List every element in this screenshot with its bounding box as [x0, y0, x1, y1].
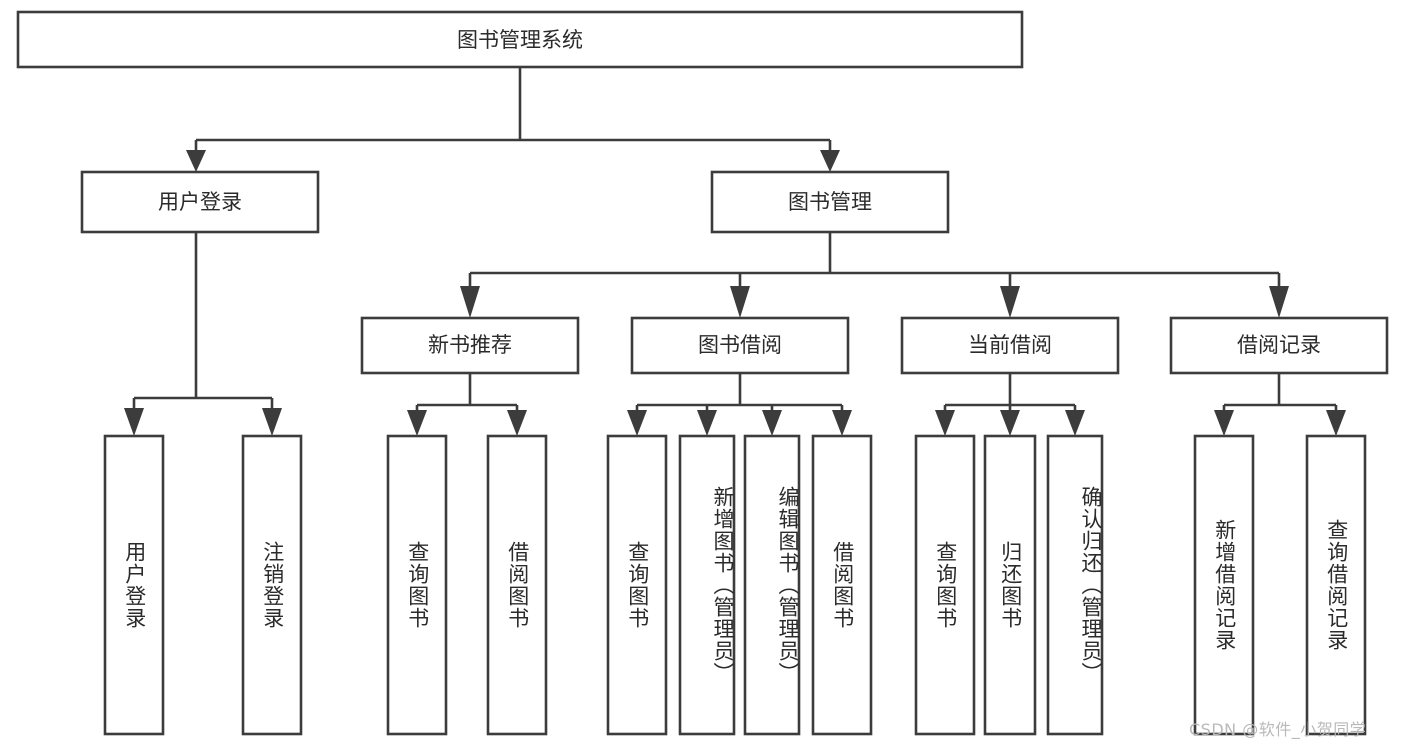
- node-borrow-record[interactable]: [1169, 316, 1389, 375]
- arrow-head-leaf-return-book: [1000, 410, 1020, 436]
- node-user-login-label: 用户登录: [158, 190, 242, 214]
- node-leaf-add-book[interactable]: [678, 434, 736, 736]
- arrow-head-current-borrow: [1000, 286, 1020, 318]
- arrow-head-leaf-user-logout: [262, 408, 282, 436]
- node-root[interactable]: [16, 10, 1024, 69]
- node-book-borrow[interactable]: [630, 316, 850, 375]
- node-current-borrow[interactable]: [900, 316, 1120, 375]
- connector-layer: [124, 67, 1346, 436]
- arrow-head-leaf-add-record: [1214, 410, 1234, 436]
- arrow-head-borrow-record: [1269, 286, 1289, 318]
- node-new-book-rec[interactable]: [360, 316, 580, 375]
- watermark-text: CSDN @软件_小贺同学: [1189, 720, 1367, 739]
- node-leaf-query-record[interactable]: [1305, 434, 1367, 736]
- arrow-head-leaf-borrow-book-2: [832, 410, 852, 436]
- node-leaf-edit-book[interactable]: [743, 434, 801, 736]
- arrow-head-leaf-query-record: [1326, 410, 1346, 436]
- arrow-head-leaf-edit-book: [762, 410, 782, 436]
- node-leaf-user-logout[interactable]: [241, 434, 303, 736]
- arrow-head-user-login: [186, 150, 206, 172]
- node-current-borrow-label: 当前借阅: [968, 333, 1052, 357]
- node-leaf-return-book[interactable]: [983, 434, 1037, 736]
- node-leaf-confirm-return[interactable]: [1046, 434, 1104, 736]
- node-leaf-borrow-book-2[interactable]: [811, 434, 873, 736]
- node-book-borrow-label: 图书借阅: [698, 333, 782, 357]
- node-root-label: 图书管理系统: [457, 28, 583, 52]
- node-leaf-add-record[interactable]: [1193, 434, 1255, 736]
- arrow-head-leaf-query-book-3: [935, 410, 955, 436]
- node-leaf-query-book-3[interactable]: [914, 434, 976, 736]
- arrow-head-leaf-confirm-return: [1065, 410, 1085, 436]
- node-book-manage[interactable]: [710, 170, 950, 234]
- arrow-head-leaf-borrow-book-1: [507, 410, 527, 436]
- node-leaf-query-book-1[interactable]: [386, 434, 448, 736]
- node-leaf-query-book-2[interactable]: [606, 434, 668, 736]
- arrow-head-leaf-add-book: [697, 410, 717, 436]
- node-new-book-rec-label: 新书推荐: [428, 333, 512, 357]
- node-layer: 图书管理系统 用户登录 图书管理 新书推荐 图书借阅 当前借阅 借阅记录: [16, 10, 1389, 736]
- arrow-head-book-manage: [820, 150, 840, 172]
- node-user-login[interactable]: [80, 170, 320, 234]
- arrow-head-leaf-user-login: [124, 408, 144, 436]
- node-leaf-borrow-book-1[interactable]: [486, 434, 548, 736]
- arrow-head-book-borrow: [730, 286, 750, 318]
- arrow-head-leaf-query-book-2: [627, 410, 647, 436]
- arrow-head-leaf-query-book-1: [407, 410, 427, 436]
- node-leaf-user-login[interactable]: [103, 434, 165, 736]
- node-book-manage-label: 图书管理: [788, 190, 872, 214]
- node-borrow-record-label: 借阅记录: [1237, 333, 1321, 357]
- arrow-head-new-book-rec: [460, 286, 480, 318]
